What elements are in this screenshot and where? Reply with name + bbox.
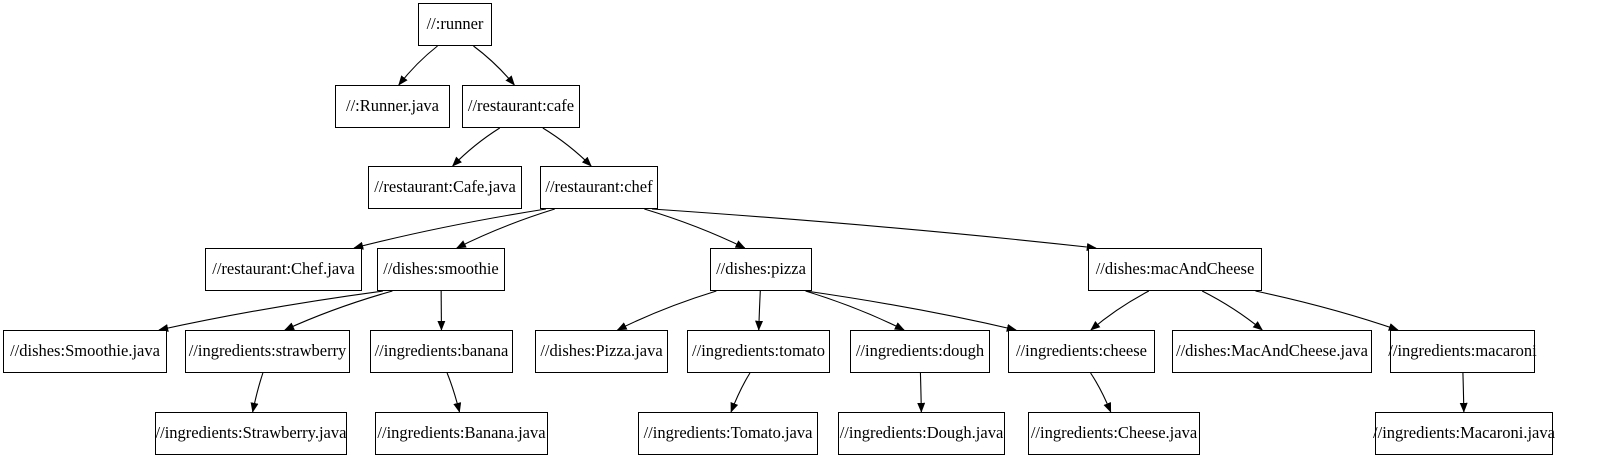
graph-node-label: //restaurant:chef <box>545 177 653 197</box>
graph-node-label: //restaurant:Chef.java <box>212 259 355 279</box>
graph-node-cafe[interactable]: //restaurant:cafe <box>462 85 580 128</box>
graph-node-label: //ingredients:tomato <box>692 341 825 361</box>
graph-node-cheese[interactable]: //ingredients:cheese <box>1008 330 1155 373</box>
graph-node-label: //:runner <box>426 14 484 34</box>
graph-node-label: //ingredients:Tomato.java <box>643 423 813 443</box>
graph-node-strawberry_java[interactable]: //ingredients:Strawberry.java <box>155 412 347 455</box>
graph-node-macandcheese_java[interactable]: //dishes:MacAndCheese.java <box>1172 330 1372 373</box>
graph-node-chef[interactable]: //restaurant:chef <box>540 166 658 209</box>
graph-node-dough_java[interactable]: //ingredients:Dough.java <box>838 412 1005 455</box>
graph-node-tomato_java[interactable]: //ingredients:Tomato.java <box>638 412 818 455</box>
graph-node-label: //dishes:smoothie <box>383 259 499 279</box>
graph-node-label: //dishes:Smoothie.java <box>10 341 160 361</box>
graph-node-label: //ingredients:Banana.java <box>377 423 546 443</box>
graph-node-label: //ingredients:Dough.java <box>839 423 1004 443</box>
graph-node-label: //ingredients:dough <box>855 341 985 361</box>
graph-node-label: //dishes:MacAndCheese.java <box>1176 341 1368 361</box>
graph-node-label: //ingredients:cheese <box>1015 341 1148 361</box>
graph-node-label: //ingredients:Cheese.java <box>1030 423 1198 443</box>
graph-node-label: //ingredients:strawberry <box>188 341 347 361</box>
graph-node-chef_java[interactable]: //restaurant:Chef.java <box>205 248 362 291</box>
graph-node-dough[interactable]: //ingredients:dough <box>850 330 990 373</box>
graph-node-tomato[interactable]: //ingredients:tomato <box>687 330 830 373</box>
graph-node-pizza_java[interactable]: //dishes:Pizza.java <box>535 330 668 373</box>
graph-node-macandcheese[interactable]: //dishes:macAndCheese <box>1088 248 1262 291</box>
graph-node-label: //dishes:pizza <box>716 259 806 279</box>
graph-node-label: //dishes:Pizza.java <box>540 341 663 361</box>
graph-node-label: //ingredients:Macaroni.java <box>1373 423 1555 443</box>
graph-node-banana_java[interactable]: //ingredients:Banana.java <box>375 412 548 455</box>
graph-node-strawberry[interactable]: //ingredients:strawberry <box>185 330 350 373</box>
graph-node-cheese_java[interactable]: //ingredients:Cheese.java <box>1028 412 1200 455</box>
graph-node-smoothie_java[interactable]: //dishes:Smoothie.java <box>3 330 167 373</box>
graph-node-cafe_java[interactable]: //restaurant:Cafe.java <box>368 166 522 209</box>
graph-node-label: //restaurant:cafe <box>467 96 575 116</box>
graph-node-label: //restaurant:Cafe.java <box>374 177 516 197</box>
graph-node-label: //ingredients:macaroni <box>1388 341 1537 361</box>
graph-node-label: //:Runner.java <box>345 96 440 116</box>
graph-node-runner_java[interactable]: //:Runner.java <box>335 85 450 128</box>
graph-node-pizza[interactable]: //dishes:pizza <box>710 248 812 291</box>
graph-node-label: //ingredients:Strawberry.java <box>155 423 347 443</box>
graph-node-macaroni[interactable]: //ingredients:macaroni <box>1388 330 1537 373</box>
graph-node-label: //ingredients:banana <box>374 341 509 361</box>
graph-node-banana[interactable]: //ingredients:banana <box>370 330 513 373</box>
graph-node-label: //dishes:macAndCheese <box>1095 259 1255 279</box>
graph-node-smoothie[interactable]: //dishes:smoothie <box>377 248 505 291</box>
graph-node-macaroni_java[interactable]: //ingredients:Macaroni.java <box>1373 412 1555 455</box>
graph-node-runner[interactable]: //:runner <box>418 3 492 46</box>
